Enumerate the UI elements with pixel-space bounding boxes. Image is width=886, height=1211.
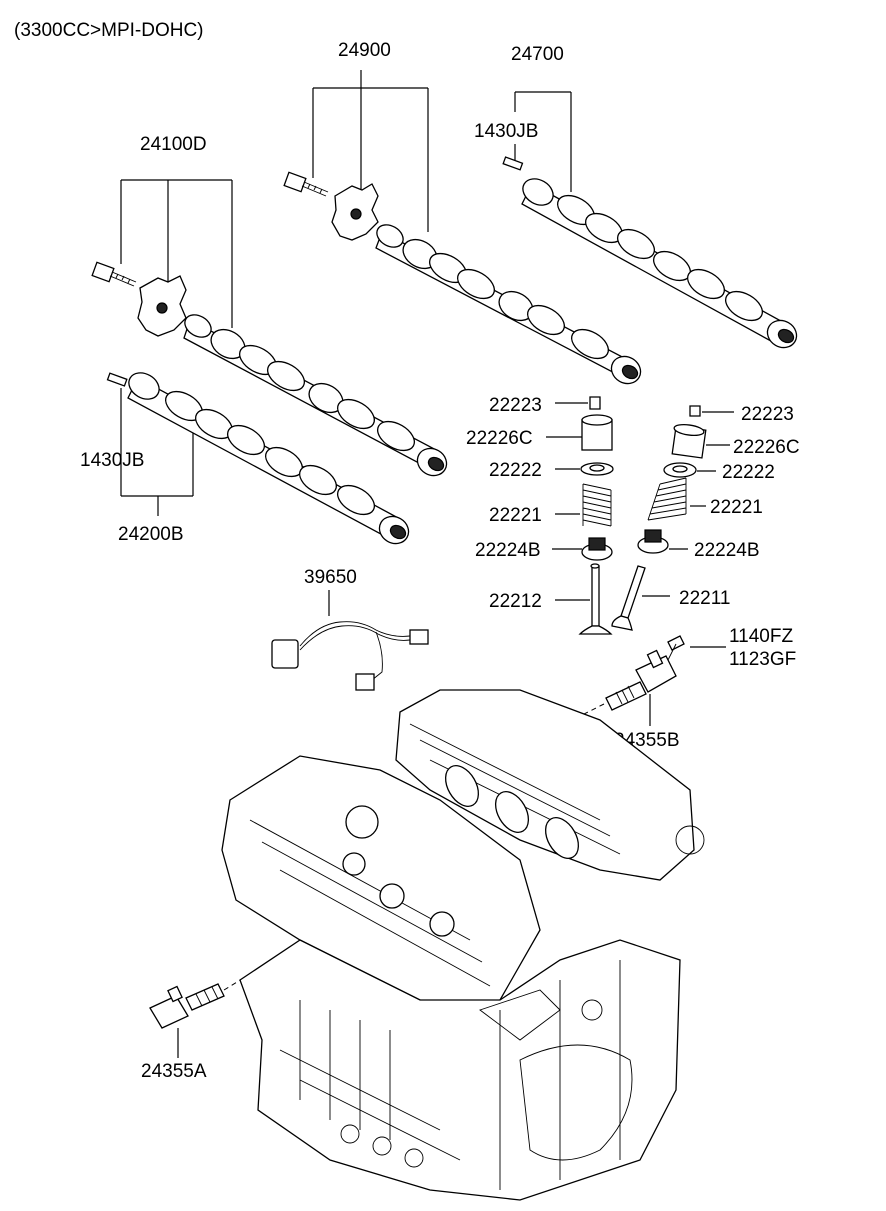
valve-train-left-group: 22223 22226C 22222 22221 22224B 22212 bbox=[466, 395, 614, 635]
label-24355a[interactable]: 24355A bbox=[141, 1061, 207, 1082]
label-24200b[interactable]: 24200B bbox=[118, 524, 184, 545]
label-22223-right[interactable]: 22223 bbox=[741, 404, 794, 425]
dowel-pin-icon bbox=[106, 372, 128, 387]
camshaft-24900-group: 24900 bbox=[283, 40, 642, 385]
valve-stem-seal-icon bbox=[637, 529, 669, 554]
label-1123gf[interactable]: 1123GF bbox=[729, 649, 796, 670]
label-22226c-right[interactable]: 22226C bbox=[733, 437, 800, 458]
intake-valve-icon bbox=[611, 565, 646, 631]
valve-spring-icon bbox=[647, 477, 687, 521]
bolt-icon bbox=[91, 261, 137, 287]
valve-lifter-icon bbox=[671, 423, 707, 459]
camshaft-24900-icon bbox=[375, 224, 642, 385]
ocv-valve-24355b-group: 1140FZ 1123GF 24355B bbox=[559, 626, 796, 751]
label-1430jb-left[interactable]: 1430JB bbox=[80, 450, 144, 471]
exhaust-valve-icon bbox=[578, 563, 613, 635]
label-22222-right[interactable]: 22222 bbox=[722, 462, 775, 483]
bolt-icon bbox=[665, 635, 685, 665]
label-22224b-left[interactable]: 22224B bbox=[475, 540, 541, 561]
label-22226c-left[interactable]: 22226C bbox=[466, 428, 533, 449]
label-22221-left[interactable]: 22221 bbox=[489, 505, 542, 526]
label-1140fz[interactable]: 1140FZ bbox=[729, 626, 793, 647]
dowel-pin-icon bbox=[502, 156, 524, 171]
label-39650[interactable]: 39650 bbox=[304, 567, 357, 588]
camshaft-24700-group: 24700 1430JB bbox=[474, 44, 798, 349]
ocv-valve-24355a-group: 24355A bbox=[141, 961, 271, 1082]
valve-keeper-icon bbox=[589, 396, 601, 410]
label-22222-left[interactable]: 22222 bbox=[489, 460, 542, 481]
camshaft-24100d-icon bbox=[183, 314, 448, 477]
label-1430jb-top[interactable]: 1430JB bbox=[474, 121, 538, 142]
camshaft-24700-icon bbox=[521, 178, 798, 349]
camshaft-24100d-group: 24100D bbox=[91, 134, 448, 477]
label-24900[interactable]: 24900 bbox=[338, 40, 391, 61]
spring-retainer-icon bbox=[663, 462, 697, 478]
wiring-harness-icon bbox=[271, 621, 429, 691]
label-22211[interactable]: 22211 bbox=[679, 588, 730, 609]
wiring-harness-group: 39650 bbox=[271, 567, 429, 691]
oil-control-valve-icon bbox=[605, 649, 677, 711]
valve-spring-icon bbox=[582, 483, 612, 527]
valve-lifter-icon bbox=[581, 414, 613, 451]
valve-stem-seal-icon bbox=[581, 537, 613, 561]
label-22212[interactable]: 22212 bbox=[489, 591, 542, 612]
label-22221-right[interactable]: 22221 bbox=[710, 497, 763, 518]
engine-block-icon bbox=[221, 689, 705, 1201]
spring-retainer-icon bbox=[580, 462, 614, 476]
oil-control-valve-icon bbox=[149, 983, 225, 1029]
label-24700[interactable]: 24700 bbox=[511, 44, 564, 65]
valve-train-right-group: 22223 22226C 22222 22221 22224B 22211 bbox=[611, 404, 800, 631]
label-22223-left[interactable]: 22223 bbox=[489, 395, 542, 416]
camshaft-24200b-group: 1430JB 24200B bbox=[80, 372, 410, 545]
diagram-title: (3300CC>MPI-DOHC) bbox=[14, 20, 204, 41]
label-22224b-right[interactable]: 22224B bbox=[694, 540, 760, 561]
bolt-icon bbox=[283, 171, 329, 197]
label-24100d[interactable]: 24100D bbox=[140, 134, 207, 155]
camshaft-24200b-icon bbox=[127, 372, 410, 545]
valve-keeper-icon bbox=[689, 405, 701, 417]
